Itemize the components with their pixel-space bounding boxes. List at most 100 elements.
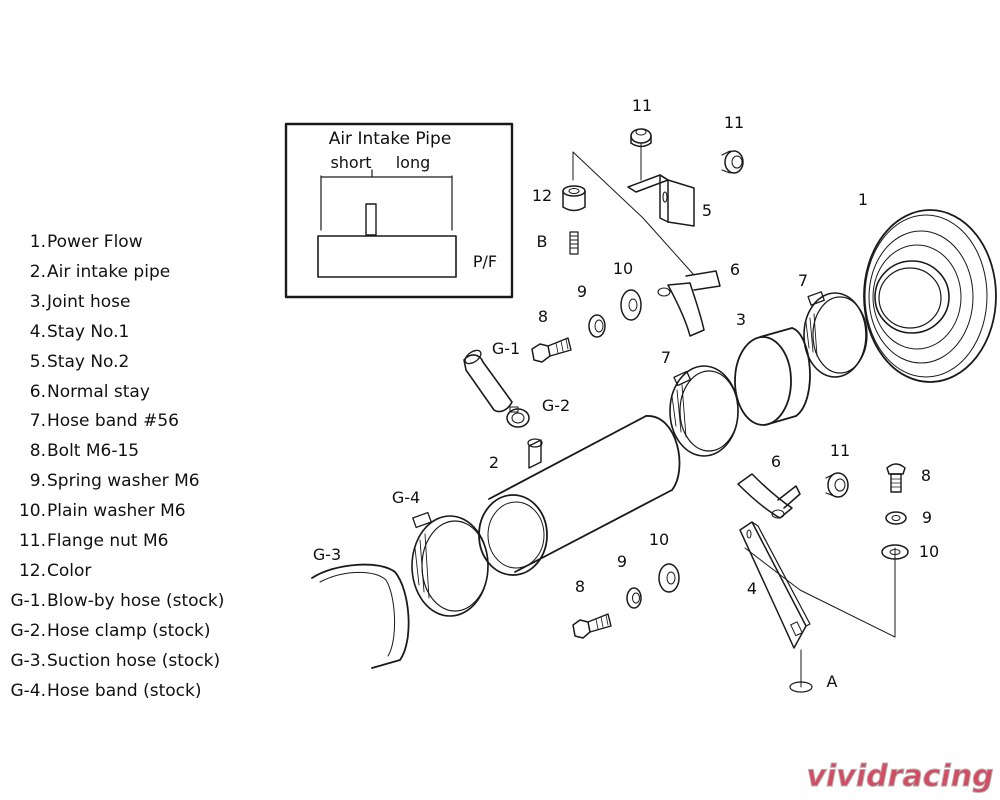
- legend-number: 3.: [29, 291, 46, 312]
- callout-6-lower: 6: [771, 452, 781, 471]
- stud-b: [569, 231, 579, 255]
- plain-washer-right-hole: [889, 549, 901, 555]
- stay-no1: [739, 521, 813, 693]
- callout-12: 12: [532, 186, 552, 205]
- legend-label: Hose clamp (stock): [47, 620, 211, 641]
- plain-washer-upper: [620, 289, 642, 321]
- legend-item: G-4.Hose band (stock): [0, 677, 250, 707]
- vividracing-logo: vividracing: [806, 759, 994, 795]
- legend-label: Suction hose (stock): [47, 650, 221, 671]
- callout-7-right: 7: [798, 271, 808, 290]
- legend-label: Normal stay: [47, 381, 150, 402]
- legend-item: 9.Spring washer M6: [0, 467, 250, 497]
- callout-g3: G-3: [313, 545, 341, 564]
- plain-washer-lower-hole: [666, 571, 676, 585]
- legend-number: 5.: [29, 351, 46, 372]
- suction-hose: [311, 563, 410, 669]
- hose-clamp-stock: [506, 406, 530, 428]
- inset-long-label: long: [396, 153, 431, 172]
- legend-label: Bolt M6-15: [47, 441, 140, 462]
- legend-item: 12.Color: [0, 557, 250, 587]
- spring-washer-lower-hole: [632, 592, 640, 604]
- legend-number: 8.: [29, 441, 46, 462]
- inset-frame: [284, 122, 514, 299]
- legend-label: Color: [47, 560, 92, 581]
- normal-stay-upper: [657, 270, 721, 337]
- legend-number: 12.: [18, 560, 46, 581]
- legend-number: 10.: [18, 501, 46, 522]
- inset-title: Air Intake Pipe: [329, 129, 452, 149]
- callout-8-upper: 8: [538, 307, 548, 326]
- callout-2: 2: [489, 453, 499, 472]
- spring-washer-right: [885, 511, 907, 525]
- spring-washer-upper-hole: [594, 319, 604, 333]
- legend-item: G-1.Blow-by hose (stock): [0, 587, 250, 617]
- callout-11-right: 11: [724, 113, 744, 132]
- callout-5: 5: [702, 201, 712, 220]
- legend-number: 9.: [29, 471, 46, 492]
- plain-washer-upper-hole: [628, 298, 638, 312]
- legend-label: Plain washer M6: [47, 501, 186, 522]
- legend-number: 4.: [29, 321, 46, 342]
- legend-label: Stay No.2: [47, 351, 130, 372]
- legend-number: G-3.: [10, 650, 46, 671]
- legend-item: 5.Stay No.2: [0, 348, 250, 378]
- legend-number: 11.: [18, 531, 46, 552]
- callout-g1: G-1: [492, 339, 520, 358]
- legend-number: 7.: [29, 411, 46, 432]
- legend-number: 6.: [29, 381, 46, 402]
- flange-nut-right: [721, 150, 744, 174]
- callout-7-middle: 7: [661, 348, 671, 367]
- bolt-right: [886, 463, 906, 493]
- logo-wordmark: vividracing: [806, 759, 993, 794]
- parts-legend: 1.Power Flow 2.Air intake pipe 3.Joint h…: [0, 228, 250, 707]
- callout-10-upper: 10: [613, 259, 633, 278]
- legend-number: G-1.: [10, 590, 46, 611]
- leader-line-bottom: [744, 547, 896, 638]
- callout-3: 3: [736, 310, 746, 329]
- power-flow-filter: [863, 209, 997, 383]
- legend-item: 11.Flange nut M6: [0, 527, 250, 557]
- bolt-upper: [531, 337, 572, 363]
- leader-line-top: [572, 151, 695, 276]
- callout-11-top: 11: [632, 96, 652, 115]
- legend-label: Hose band #56: [47, 411, 179, 432]
- legend-label: Flange nut M6: [47, 531, 169, 552]
- callout-g4: G-4: [392, 488, 420, 507]
- plain-washer-right: [881, 544, 909, 560]
- reference-a: A: [827, 672, 838, 691]
- legend-item: 10.Plain washer M6: [0, 497, 250, 527]
- joint-hose: [734, 327, 811, 426]
- legend-item: 7.Hose band #56: [0, 407, 250, 437]
- legend-item: 2.Air intake pipe: [0, 258, 250, 288]
- callout-8-lower: 8: [575, 577, 585, 596]
- legend-number: G-4.: [10, 680, 46, 701]
- legend-label: Hose band (stock): [47, 680, 202, 701]
- air-intake-pipe: [478, 415, 681, 576]
- blow-by-hose: [463, 349, 513, 413]
- inset-pipe: [317, 235, 457, 278]
- legend-number: 2.: [29, 261, 46, 282]
- collar: [562, 185, 586, 212]
- legend-label: Spring washer M6: [47, 471, 200, 492]
- inset-nipple: [365, 203, 377, 236]
- spring-washer-lower: [626, 587, 642, 609]
- normal-stay-lower: [737, 473, 801, 519]
- legend-label: Air intake pipe: [47, 261, 171, 282]
- plain-washer-lower: [658, 563, 680, 593]
- legend-item: 1.Power Flow: [0, 228, 250, 258]
- callout-g2: G-2: [542, 396, 570, 415]
- inset-short-label: short: [330, 153, 371, 172]
- legend-item: 8.Bolt M6-15: [0, 437, 250, 467]
- hose-band-right: [803, 291, 868, 378]
- spring-washer-right-hole: [891, 515, 901, 521]
- legend-number: 1.: [29, 232, 46, 252]
- reference-b: B: [537, 232, 548, 251]
- callout-9-right: 9: [922, 508, 932, 527]
- legend-number: G-2.: [10, 620, 46, 641]
- legend-item: G-3.Suction hose (stock): [0, 647, 250, 677]
- legend-label: Joint hose: [47, 291, 131, 312]
- inset-dimension-lines: [320, 169, 453, 231]
